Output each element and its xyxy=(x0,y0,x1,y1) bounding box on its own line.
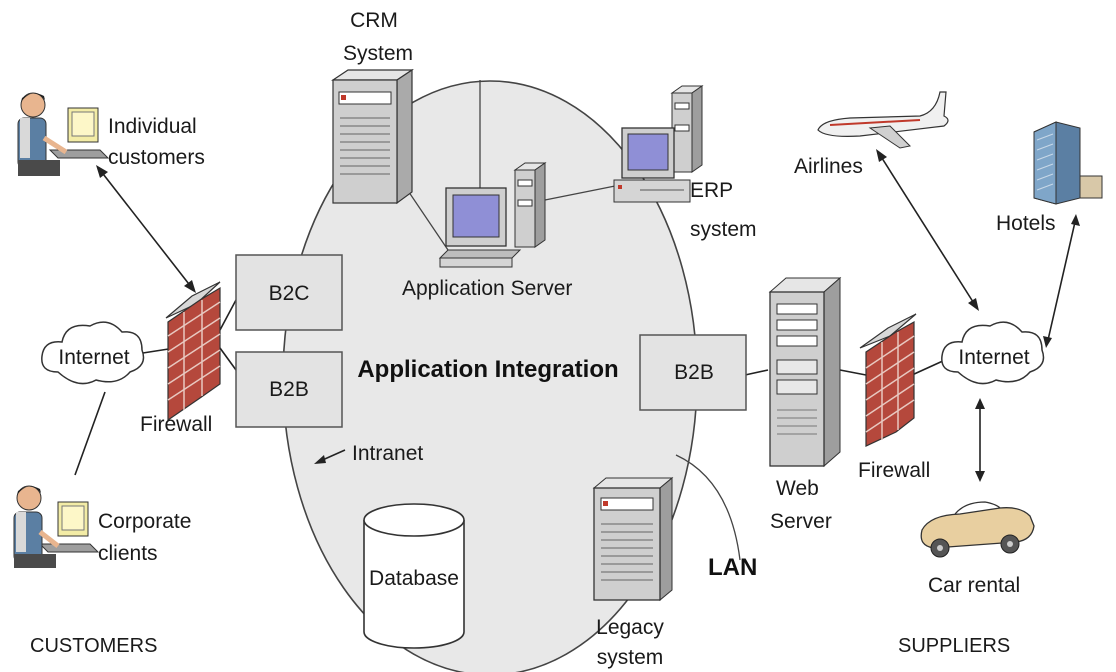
individual-customer-icon xyxy=(17,92,110,176)
crm-server-icon xyxy=(331,68,414,205)
intranet-label: Intranet xyxy=(352,442,423,465)
legacy-server-icon xyxy=(592,476,674,602)
suppliers-section-label: SUPPLIERS xyxy=(898,635,1010,657)
lan-label: LAN xyxy=(708,554,757,581)
database-icon xyxy=(363,503,465,649)
internet-cloud-left-icon xyxy=(41,321,145,385)
application-server-icon xyxy=(438,162,547,268)
erp-server-icon xyxy=(613,85,704,203)
legacy-label-line2: system xyxy=(597,646,664,669)
crm-label-line1: CRM xyxy=(350,9,398,32)
database-label: Database xyxy=(369,567,459,590)
individual-label-line1: Individual xyxy=(108,115,197,138)
internet-cloud-right-icon xyxy=(941,321,1045,385)
firewall-right-icon xyxy=(859,313,917,447)
b2c-label: B2C xyxy=(269,282,310,305)
web-server-label-line1: Web xyxy=(776,477,819,500)
b2b-left-label: B2B xyxy=(269,378,309,401)
application-server-label: Application Server xyxy=(402,277,572,300)
corporate-client-icon xyxy=(13,485,100,568)
erp-label-line1: ERP xyxy=(690,179,733,202)
hotel-building-icon xyxy=(1033,121,1103,205)
legacy-label-line1: Legacy xyxy=(596,616,664,639)
internet-right-label: Internet xyxy=(958,346,1029,369)
b2b-box-right xyxy=(639,334,747,411)
airlines-label: Airlines xyxy=(794,155,863,178)
firewall-left-icon xyxy=(165,281,221,422)
airplane-icon xyxy=(817,91,949,149)
erp-label-line2: system xyxy=(690,218,757,241)
car-rental-label: Car rental xyxy=(928,574,1020,597)
b2b-right-label: B2B xyxy=(674,361,714,384)
individual-label-line2: customers xyxy=(108,146,205,169)
corporate-label-line1: Corporate xyxy=(98,510,191,533)
application-integration-title: Application Integration xyxy=(357,356,618,383)
corporate-label-line2: clients xyxy=(98,542,158,565)
arrows xyxy=(96,149,1080,482)
b2c-box xyxy=(235,254,343,331)
web-server-icon xyxy=(768,276,842,468)
web-server-label-line2: Server xyxy=(770,510,832,533)
firewall-left-label: Firewall xyxy=(140,413,212,436)
crm-label-line2: System xyxy=(343,42,413,65)
car-icon xyxy=(920,501,1035,558)
firewall-right-label: Firewall xyxy=(858,459,930,482)
hotels-label: Hotels xyxy=(996,212,1056,235)
customers-section-label: CUSTOMERS xyxy=(30,635,157,657)
b2b-box-left xyxy=(235,351,343,428)
internet-left-label: Internet xyxy=(58,346,129,369)
